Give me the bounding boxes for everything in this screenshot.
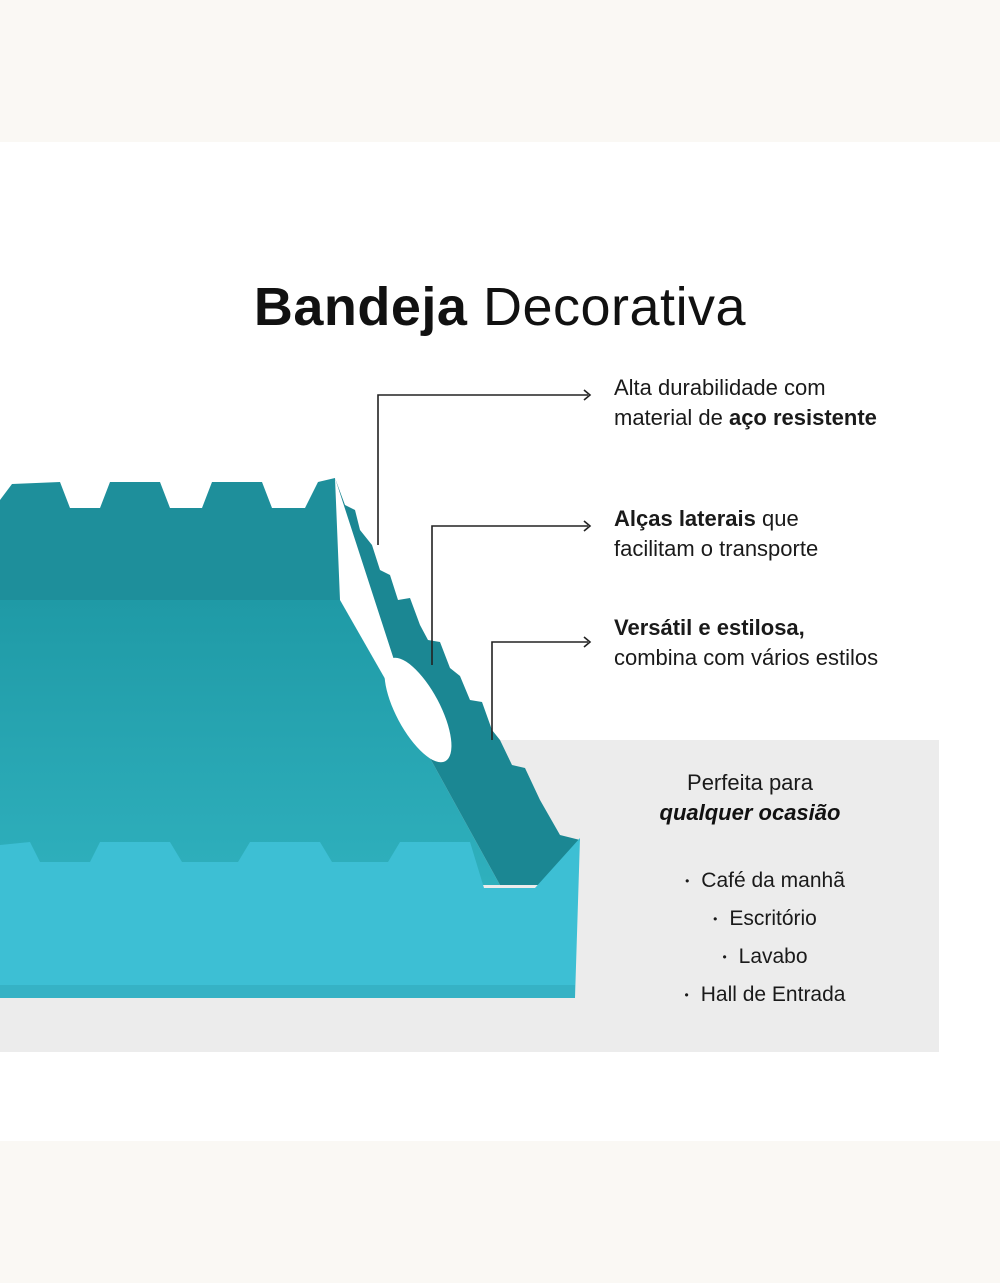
list-item: •Café da manhã — [600, 862, 930, 900]
tray-image — [0, 478, 580, 998]
bullet-dot-icon: • — [722, 949, 727, 964]
feature-durability: Alta durabilidade com material de aço re… — [614, 375, 877, 430]
bullet-dot-icon: • — [685, 873, 690, 888]
callout-line-2 — [431, 525, 588, 665]
callout-line-3 — [491, 641, 588, 740]
list-item: •Escritório — [600, 900, 930, 938]
list-item: •Hall de Entrada — [600, 976, 930, 1014]
bottom-band — [0, 1141, 1000, 1283]
arrow-right-icon — [583, 636, 592, 648]
list-item: •Lavabo — [600, 938, 930, 976]
page-title: Bandeja Decorativa — [253, 277, 747, 338]
uses-list: •Café da manhã •Escritório •Lavabo •Hall… — [600, 862, 930, 1014]
callout-line-1 — [377, 394, 588, 545]
feature-handles: Alças laterais que facilitam o transport… — [614, 506, 819, 561]
arrow-right-icon — [583, 520, 592, 532]
top-band — [0, 0, 1000, 142]
arrow-right-icon — [583, 389, 592, 401]
feature-versatile: Versátil e estilosa, combina com vários … — [614, 615, 879, 670]
bullet-dot-icon: • — [684, 987, 689, 1002]
bullet-dot-icon: • — [713, 911, 718, 926]
occasion-heading: Perfeita para qualquer ocasião — [659, 770, 841, 825]
